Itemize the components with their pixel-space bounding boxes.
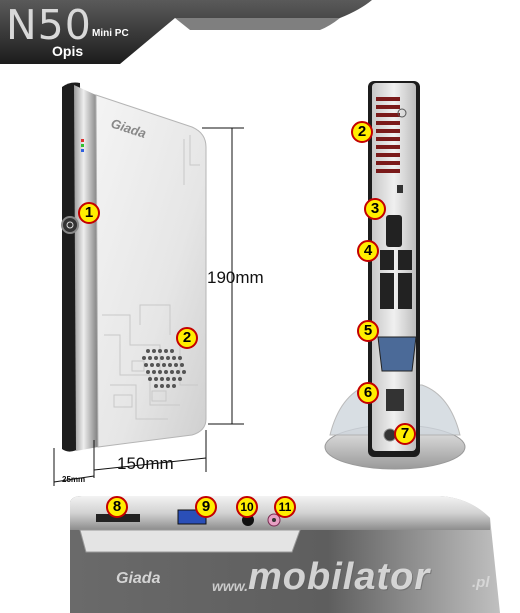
front-view-device: Giada — [61, 82, 207, 452]
led-blue-icon — [81, 149, 84, 152]
banner-shape — [0, 0, 372, 64]
height-dimension-label: 190mm — [207, 268, 264, 287]
callout-badge-microphone: 11 — [274, 496, 296, 518]
model-name: N50 — [6, 1, 92, 49]
callout-badge-lan: 6 — [357, 382, 379, 404]
side-device-logo: Giada — [116, 570, 161, 587]
back-view-device — [324, 81, 466, 470]
callout-badge-hdmi: 3 — [364, 198, 386, 220]
kensington-lock-icon — [397, 185, 403, 193]
product-subtitle: Mini PC — [92, 28, 129, 39]
card-reader-slot-icon — [96, 514, 140, 522]
callout-badge-vga: 5 — [357, 320, 379, 342]
callout-badge-vents: 2 — [351, 121, 373, 143]
watermark-prefix: www. — [212, 578, 249, 594]
callout-badge-dc-in: 7 — [394, 423, 416, 445]
watermark-main: mobilator — [248, 556, 431, 598]
led-green-icon — [81, 144, 84, 147]
vga-port-icon — [377, 336, 417, 372]
callout-badge-headphone: 10 — [236, 496, 258, 518]
header-banner: N50 Mini PC Opis — [0, 0, 520, 64]
lan-port-icon — [386, 389, 404, 411]
power-button-icon — [61, 216, 79, 234]
watermark-tld: .pl — [472, 574, 490, 591]
width-dimension-label: 150mm — [117, 454, 174, 473]
speaker-grille — [142, 349, 186, 388]
callout-badge-power: 1 — [78, 202, 100, 224]
hdmi-port-icon — [386, 215, 402, 247]
depth-dimension-label: 25mm — [62, 475, 86, 484]
callout-badge-front-speaker: 2 — [176, 327, 198, 349]
led-red-icon — [81, 139, 84, 142]
callout-badge-usb: 4 — [357, 240, 379, 262]
callout-badge-card-reader: 8 — [106, 496, 128, 518]
usb-ports-icon — [380, 250, 412, 309]
callout-badge-usb3: 9 — [195, 496, 217, 518]
back-vents — [376, 97, 400, 173]
section-title: Opis — [52, 43, 84, 59]
